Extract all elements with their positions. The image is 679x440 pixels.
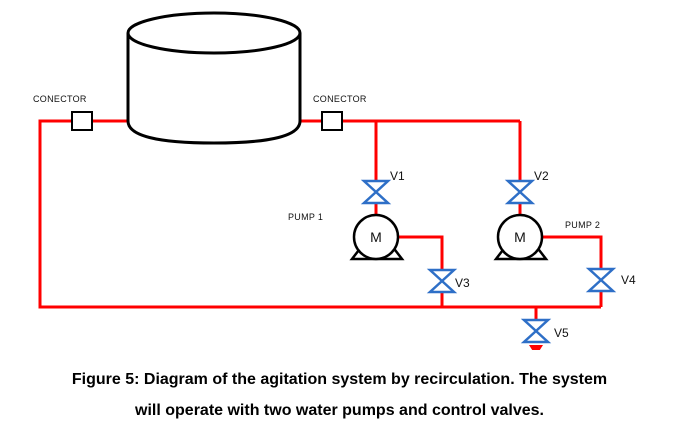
pump-2-motor-symbol: M — [514, 229, 526, 245]
connector-left — [71, 111, 93, 131]
tank-top — [126, 11, 302, 55]
valve-v5-label: V5 — [554, 326, 569, 340]
caption-line-1: Figure 5: Diagram of the agitation syste… — [71, 371, 608, 388]
caption-line-2: will operate with two water pumps and co… — [135, 402, 544, 419]
pump-2-motor — [496, 213, 544, 261]
pump-1-motor — [352, 213, 400, 261]
valve-v4-label: V4 — [621, 273, 636, 287]
valve-v3-label: V3 — [455, 276, 470, 290]
connector-right-label: CONECTOR — [313, 94, 367, 104]
connector-right — [321, 111, 343, 131]
pump-2-label: PUMP 2 — [565, 220, 600, 230]
pump-2: M — [493, 213, 549, 261]
pump-1-motor-symbol: M — [370, 229, 382, 245]
pump-1-label: PUMP 1 — [288, 212, 323, 222]
valve-v1 — [360, 179, 392, 205]
valve-v3 — [426, 268, 458, 294]
connector-left-label: CONECTOR — [33, 94, 87, 104]
valve-v2-label: V2 — [534, 169, 549, 183]
valve-v5 — [520, 318, 552, 344]
pump-1: M — [349, 213, 405, 261]
valve-v1-label: V1 — [390, 169, 405, 183]
tank-body — [126, 33, 302, 145]
agitation-system-diagram: CONECTOR CONECTOR V1 V2 V3 V4 V5 M PUMP … — [33, 11, 636, 350]
figure-caption: Figure 5: Diagram of the agitation syste… — [0, 364, 679, 426]
valve-v2 — [504, 179, 536, 205]
tank — [126, 11, 302, 145]
drain-arrow — [529, 345, 543, 350]
valve-v4 — [585, 267, 617, 293]
